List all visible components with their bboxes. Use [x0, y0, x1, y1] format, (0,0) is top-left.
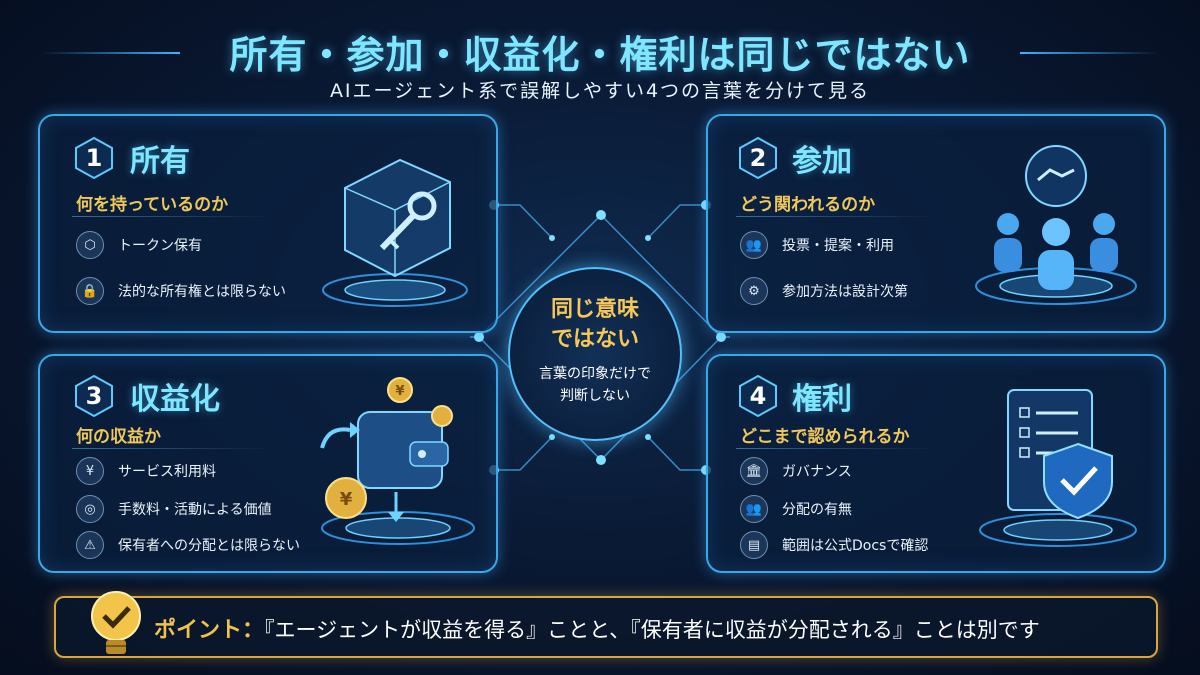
cube-icon: ⬡: [76, 231, 104, 259]
item-text: ガバナンス: [782, 464, 852, 480]
card-number: 2: [749, 144, 767, 172]
card-title: 所有: [130, 144, 190, 179]
page-subtitle: AIエージェント系で誤解しやすい4つの言葉を分けて見る: [329, 80, 871, 102]
item-text: 範囲は公式Docsで確認: [782, 538, 929, 554]
card-ownership: 1 所有 何を持っているのか ⬡ トークン保有 🔒 法的な所有権とは限らない: [38, 114, 498, 333]
card-title: 収益化: [130, 382, 220, 417]
item-text: 参加方法は設計次第: [782, 284, 908, 300]
document-shield-illustration: [979, 389, 1137, 547]
card-question: 何の収益か: [76, 427, 161, 447]
card-question: どう関われるのか: [740, 195, 876, 215]
center-title-line2: ではない: [550, 327, 639, 352]
svg-text:¥: ¥: [395, 384, 404, 399]
hex-badge: 1: [72, 136, 116, 180]
item-text: 保有者への分配とは限らない: [118, 538, 300, 554]
card-question: 何を持っているのか: [76, 195, 229, 215]
coins-icon: ◎: [76, 495, 104, 523]
point-label: ポイント：: [154, 618, 265, 643]
hex-badge: 2: [736, 136, 780, 180]
list-item: ¥ サービス利用料: [76, 456, 216, 486]
hex-badge: 3: [72, 374, 116, 418]
divider: [72, 448, 272, 449]
page-title: 所有・参加・収益化・権利は同じではない: [229, 33, 971, 77]
point-content: ポイント：『エージェントが収益を得る』ことと、『保有者に収益が分配される』ことは…: [154, 612, 1040, 644]
card-number: 1: [85, 144, 103, 172]
divider: [72, 216, 272, 217]
cube-key-illustration: [322, 158, 468, 307]
list-item: 👥 投票・提案・利用: [740, 230, 894, 260]
center-sub-line2: 判断しない: [560, 388, 630, 404]
list-item: ⚠ 保有者への分配とは限らない: [76, 530, 300, 560]
card-rights: 4 権利 どこまで認められるか 🏛 ガバナンス 👥 分配の有無 ▤ 範囲は公式D…: [706, 354, 1166, 573]
lightbulb-check-icon: [91, 591, 141, 654]
item-text: 手数料・活動による価値: [118, 502, 272, 518]
wallet-coins-illustration: ¥ ¥: [320, 377, 475, 545]
bank-icon: 🏛: [740, 457, 768, 485]
list-item: 👥 分配の有無: [740, 494, 852, 524]
card-number: 4: [749, 382, 767, 410]
item-text: 投票・提案・利用: [782, 238, 894, 254]
center-sub-line1: 言葉の印象だけで: [539, 366, 651, 382]
item-text: 分配の有無: [782, 502, 852, 518]
item-text: サービス利用料: [118, 464, 216, 480]
center-message: 同じ意味 ではない 言葉の印象だけで 判断しない: [508, 267, 682, 441]
svg-text:¥: ¥: [340, 489, 353, 510]
point-text: 『エージェントが収益を得る』ことと、『保有者に収益が分配される』ことは別です: [264, 618, 1040, 642]
divider: [736, 448, 936, 449]
card-title: 参加: [792, 144, 852, 179]
list-item: ⬡ トークン保有: [76, 230, 202, 260]
document-icon: ▤: [740, 531, 768, 559]
title-deco-left: [40, 52, 180, 54]
list-item: 🔒 法的な所有権とは限らない: [76, 276, 286, 306]
card-title: 権利: [792, 382, 852, 417]
warning-icon: ⚠: [76, 531, 104, 559]
gear-icon: ⚙: [740, 277, 768, 305]
list-item: ⚙ 参加方法は設計次第: [740, 276, 908, 306]
people-icon: 👥: [740, 495, 768, 523]
card-participation: 2 参加 どう関われるのか 👥 投票・提案・利用 ⚙ 参加方法は設計次第: [706, 114, 1166, 333]
hex-badge: 4: [736, 374, 780, 418]
center-title-line1: 同じ意味: [550, 297, 639, 322]
shield-lock-icon: 🔒: [76, 277, 104, 305]
item-text: トークン保有: [118, 238, 202, 254]
title-deco-right: [1020, 52, 1160, 54]
card-number: 3: [85, 382, 103, 410]
item-text: 法的な所有権とは限らない: [118, 284, 286, 300]
list-item: ▤ 範囲は公式Docsで確認: [740, 530, 928, 560]
card-question: どこまで認められるか: [740, 427, 910, 447]
divider: [736, 216, 936, 217]
point-banner: ポイント：『エージェントが収益を得る』ことと、『保有者に収益が分配される』ことは…: [54, 596, 1158, 658]
card-monetization: 3 収益化 何の収益か ¥ サービス利用料 ◎ 手数料・活動による価値 ⚠ 保有…: [38, 354, 498, 573]
list-item: ◎ 手数料・活動による価値: [76, 494, 272, 524]
list-item: 🏛 ガバナンス: [740, 456, 852, 486]
people-icon: 👥: [740, 231, 768, 259]
yen-icon: ¥: [76, 457, 104, 485]
community-illustration: [975, 145, 1137, 305]
